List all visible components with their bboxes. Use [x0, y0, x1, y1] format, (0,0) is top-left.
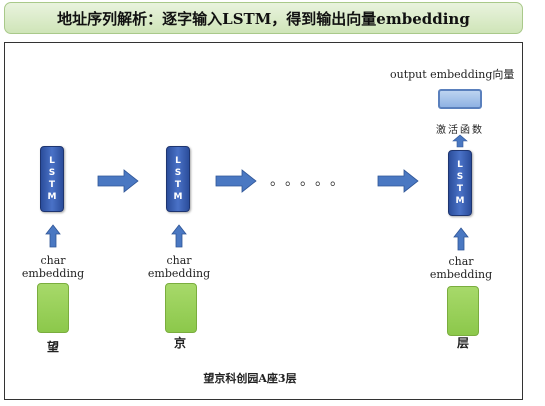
lstm-letter: S: [174, 168, 182, 178]
up-arrow-icon: [453, 227, 469, 251]
up-arrow-icon: [171, 224, 187, 248]
lstm-letter: T: [456, 184, 464, 194]
right-arrow-icon: [215, 169, 257, 193]
ellipsis: 。。。。。: [270, 173, 352, 189]
lstm-letter: L: [49, 156, 55, 166]
right-arrow-icon: [97, 169, 139, 193]
output-embedding-box: [438, 89, 482, 109]
char-label-line1: char: [40, 254, 66, 267]
address-label: 望京科创园A座3层: [203, 372, 297, 385]
input-char-1: 望: [46, 340, 59, 354]
char-embedding-box-3: [447, 286, 479, 336]
lstm-letter: T: [174, 180, 182, 190]
lstm-letter: S: [456, 172, 464, 182]
activation-label: 激活函数: [436, 125, 484, 136]
diagram-title: 地址序列解析：逐字输入LSTM，得到输出向量embedding: [57, 9, 470, 28]
char-label-line2: embedding: [147, 267, 211, 280]
char-label-line2: embedding: [429, 268, 493, 281]
right-arrow-icon: [377, 169, 419, 193]
char-embedding-box-2: [165, 283, 197, 333]
char-embedding-box-1: [37, 283, 69, 333]
output-embedding-label: output embedding向量: [390, 68, 515, 81]
lstm-letter: T: [48, 180, 56, 190]
diagram-frame: [4, 42, 523, 400]
lstm-letter: L: [457, 160, 463, 170]
title-banner: 地址序列解析：逐字输入LSTM，得到输出向量embedding: [4, 2, 523, 34]
up-arrow-icon: [452, 134, 468, 148]
char-label-line1: char: [166, 254, 192, 267]
lstm-letter: L: [175, 156, 181, 166]
char-label-line1: char: [448, 255, 474, 268]
char-label-line2: embedding: [21, 267, 85, 280]
lstm-letter: S: [48, 168, 56, 178]
lstm-cell-3: L S T M: [448, 150, 472, 216]
char-embedding-label-3: char embedding: [426, 255, 496, 281]
lstm-letter: M: [47, 192, 57, 202]
up-arrow-icon: [45, 224, 61, 248]
char-embedding-label-1: char embedding: [18, 254, 88, 280]
lstm-letter: M: [455, 196, 465, 206]
char-embedding-label-2: char embedding: [144, 254, 214, 280]
input-char-2: 京: [173, 336, 186, 350]
lstm-cell-1: L S T M: [40, 146, 64, 212]
lstm-letter: M: [173, 192, 183, 202]
lstm-cell-2: L S T M: [166, 146, 190, 212]
input-char-3: 层: [456, 336, 469, 350]
